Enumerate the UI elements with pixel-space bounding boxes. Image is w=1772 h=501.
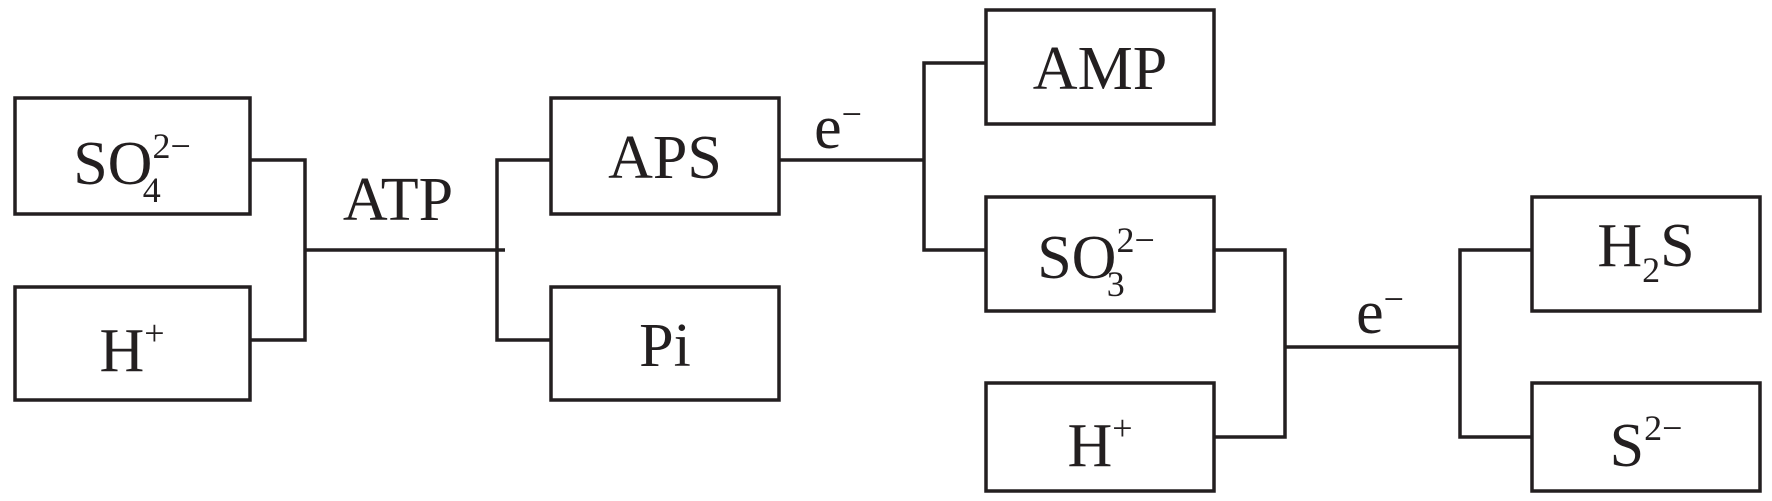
connector-sulfite	[1214, 248, 1287, 439]
label-proton-1: H+	[99, 313, 164, 385]
box-proton-1	[13, 285, 252, 402]
label-aps: APS	[608, 124, 722, 192]
edge-label-atp: ATP	[343, 166, 453, 234]
node-sulfide: S2−	[1530, 381, 1762, 493]
edge-label-electron-1: e−	[814, 94, 862, 162]
node-proton-2: H+	[984, 381, 1216, 493]
label-hydrogen-sulfide: H2S	[1597, 212, 1694, 290]
node-aps: APS	[549, 96, 781, 216]
node-proton-1: H+	[13, 285, 252, 402]
label-amp: AMP	[1033, 35, 1167, 103]
box-sulfide	[1530, 381, 1762, 493]
connector-aps	[495, 158, 551, 342]
node-hydrogen-sulfide: H2S	[1530, 195, 1762, 313]
box-sulfate	[13, 96, 252, 216]
connector-amp-sulfite	[922, 61, 986, 252]
box-sulfite	[984, 195, 1216, 313]
label-sulfate: SO2−4	[73, 126, 191, 210]
box-aps	[549, 96, 781, 216]
box-hydrogen-sulfide	[1530, 195, 1762, 313]
label-proton-2: H+	[1067, 408, 1132, 480]
node-sulfate: SO2−4	[13, 96, 252, 216]
connector-sulfate	[250, 158, 307, 250]
connectors	[250, 61, 1532, 439]
node-pi: Pi	[549, 285, 781, 402]
node-sulfite: SO2−3	[984, 195, 1216, 313]
box-amp	[984, 8, 1216, 126]
label-sulfite: SO2−3	[1037, 220, 1155, 304]
connector-products	[1458, 248, 1532, 439]
label-sulfide: S2−	[1610, 408, 1683, 480]
label-pi: Pi	[639, 312, 691, 380]
edge-label-electron-2: e−	[1356, 279, 1404, 347]
connector-proton-1	[250, 250, 307, 342]
box-proton-2	[984, 381, 1216, 493]
box-pi	[549, 285, 781, 402]
node-amp: AMP	[984, 8, 1216, 126]
